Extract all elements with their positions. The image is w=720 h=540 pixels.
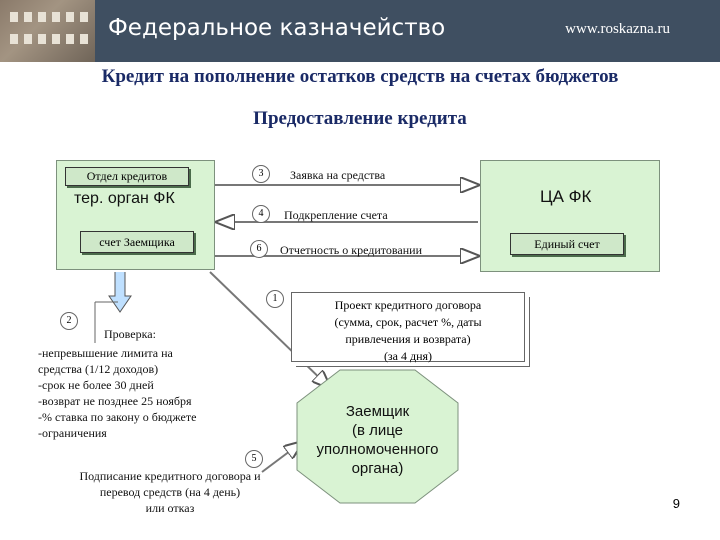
step-5-marker: 5 — [245, 450, 263, 468]
check-item: средства (1/12 доходов) — [38, 361, 196, 377]
signing-line-2: перевод средств (на 4 день) — [55, 484, 285, 500]
step-3-label: Заявка на средства — [290, 168, 385, 183]
borrower-line-1: (в лице — [297, 421, 458, 440]
step-6-label: Отчетность о кредитовании — [280, 243, 422, 258]
check-item: -срок не более 30 дней — [38, 377, 196, 393]
step-2-marker: 2 — [60, 312, 78, 330]
central-fk-label: ЦА ФК — [540, 187, 591, 207]
borrower-label[interactable]: Заемщик (в лице уполномоченного органа) — [297, 402, 458, 478]
check-title: Проверка: — [104, 327, 156, 342]
page-number: 9 — [673, 496, 680, 511]
credit-agreement-draft: Проект кредитного договора (сумма, срок,… — [291, 292, 525, 362]
step-1-marker: 1 — [266, 290, 284, 308]
project-line-1: Проект кредитного договора — [292, 297, 524, 314]
signing-line-3: или отказ — [55, 500, 285, 516]
project-line-3: привлечения и возврата) — [292, 331, 524, 348]
borrower-line-2: уполномоченного — [297, 440, 458, 459]
check-item: -возврат не позднее 25 ноября — [38, 393, 196, 409]
signing-line-1: Подписание кредитного договора и — [55, 468, 285, 484]
check-list: -непревышение лимита на средства (1/12 д… — [38, 345, 196, 441]
credit-dept-box: Отдел кредитов — [65, 167, 189, 186]
step-4-marker: 4 — [252, 205, 270, 223]
single-account-box: Единый счет — [510, 233, 624, 255]
signing-text: Подписание кредитного договора и перевод… — [55, 468, 285, 516]
borrower-line-3: органа) — [297, 459, 458, 478]
check-item: -непревышение лимита на — [38, 345, 196, 361]
borrower-title: Заемщик — [297, 402, 458, 421]
project-line-2: (сумма, срок, расчет %, даты — [292, 314, 524, 331]
borrower-account-box: счет Заемщика — [80, 231, 194, 253]
project-line-4: (за 4 дня) — [292, 348, 524, 365]
check-item: -ограничения — [38, 425, 196, 441]
central-fk-box[interactable] — [480, 160, 660, 272]
step-3-marker: 3 — [252, 165, 270, 183]
arrow-down — [109, 272, 131, 312]
check-item: -% ставка по закону о бюджете — [38, 409, 196, 425]
step-4-label: Подкрепление счета — [284, 208, 388, 223]
step-6-marker: 6 — [250, 240, 268, 258]
territorial-organ-label: тер. орган ФК — [74, 190, 175, 208]
